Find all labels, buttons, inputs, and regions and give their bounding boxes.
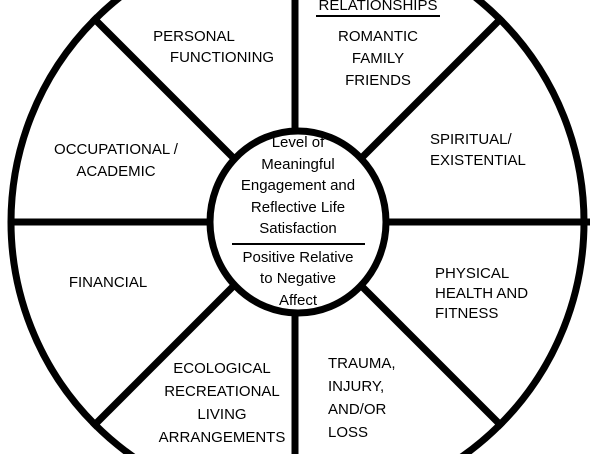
relationships-heading-text: RELATIONSHIPS xyxy=(315,0,441,17)
label-line: FINANCIAL xyxy=(68,274,148,291)
label-line: ACADEMIC xyxy=(76,163,156,180)
sector-label-ecological: ECOLOGICAL RECREATIONAL LIVING ARRANGEME… xyxy=(117,357,327,449)
sector-label-relationships-heading: RELATIONSHIPS xyxy=(268,0,488,17)
label-line: Satisfaction xyxy=(259,220,337,237)
label-line: LIVING xyxy=(197,406,247,423)
label-line: ARRANGEMENTS xyxy=(158,429,286,446)
label-line: HEALTH AND xyxy=(435,285,529,302)
center-hub-label: Level of Meaningful Engagement and Refle… xyxy=(218,132,378,311)
sector-label-financial: FINANCIAL xyxy=(18,272,198,293)
sector-label-trauma: TRAUMA, INJURY, AND/OR LOSS xyxy=(328,352,458,444)
label-line: OCCUPATIONAL / xyxy=(54,141,178,158)
label-line: FRIENDS xyxy=(345,72,411,89)
label-line: to Negative xyxy=(260,270,336,287)
label-line: FAMILY xyxy=(351,50,405,67)
label-line: Level of xyxy=(271,134,325,151)
sector-label-physical-health: PHYSICAL HEALTH AND FITNESS xyxy=(435,264,605,324)
sector-label-personal-functioning: PERSONAL FUNCTIONING xyxy=(118,26,298,68)
label-line: PHYSICAL xyxy=(435,265,510,282)
outer-wheel-circle xyxy=(7,0,588,454)
label-line: Affect xyxy=(278,291,318,309)
label-line: AND/OR xyxy=(328,401,387,418)
label-line: EXISTENTIAL xyxy=(430,152,526,169)
label-line: RECREATIONAL xyxy=(164,383,280,400)
label-line: ROMANTIC xyxy=(338,28,418,45)
label-line: ECOLOGICAL xyxy=(173,360,271,377)
label-line: FITNESS xyxy=(435,305,499,322)
sector-label-spiritual-existential: SPIRITUAL/ EXISTENTIAL xyxy=(430,129,600,171)
center-hub-circle xyxy=(206,127,390,317)
label-line: Meaningful xyxy=(261,155,335,173)
label-line: PERSONAL xyxy=(153,28,235,45)
sector-label-relationships: ROMANTIC FAMILY FRIENDS xyxy=(288,26,468,92)
label-line: INJURY, xyxy=(328,378,385,395)
fraction-divider-rule xyxy=(231,242,365,245)
label-line: Reflective Life xyxy=(250,198,346,216)
label-line: TRAUMA, xyxy=(328,355,396,372)
label-line: Engagement and xyxy=(240,177,356,194)
label-line: LOSS xyxy=(328,424,369,441)
label-line: SPIRITUAL/ xyxy=(430,131,512,148)
label-line: Positive Relative xyxy=(242,248,354,266)
sector-label-occupational-academic: OCCUPATIONAL / ACADEMIC xyxy=(26,139,206,183)
label-line: FUNCTIONING xyxy=(169,49,275,66)
